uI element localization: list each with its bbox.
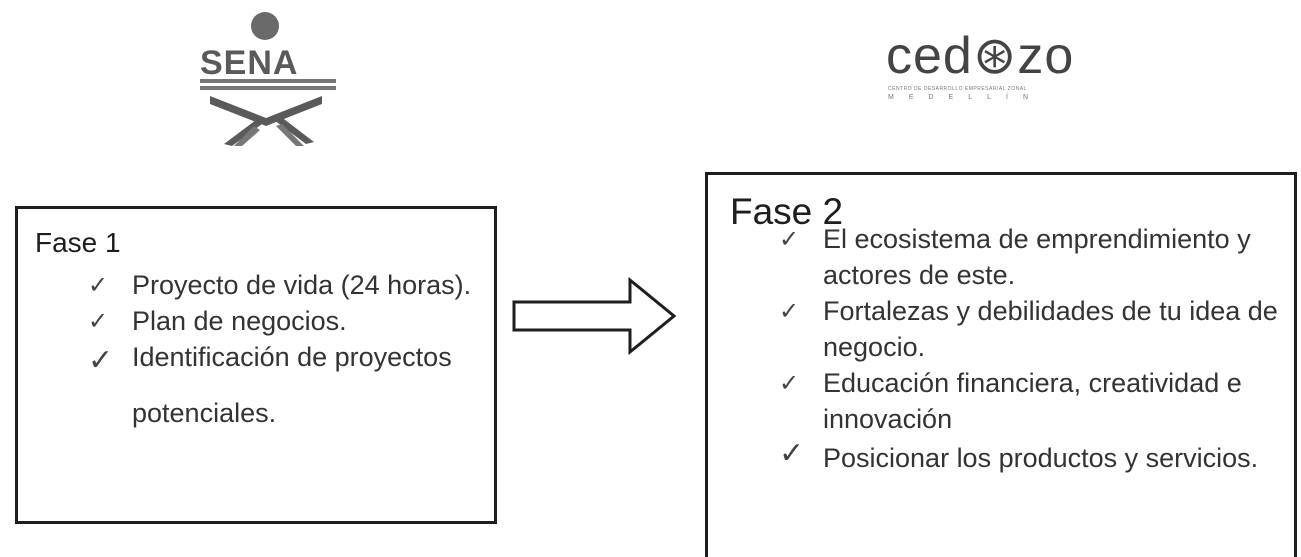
sena-logo: SENA xyxy=(196,8,342,148)
check-icon: ✓ xyxy=(88,271,109,299)
cedezo-wordmark: ced⊛zo xyxy=(886,27,1075,85)
phase-1-list: ✓ Proyecto de vida (24 horas). ✓ Plan de… xyxy=(88,267,472,441)
check-icon: ✓ xyxy=(88,343,114,378)
list-item: ✓ Proyecto de vida (24 horas). xyxy=(88,267,472,303)
list-item: ✓ Educación financiera, creatividad e in… xyxy=(779,365,1283,437)
phase-2-list: ✓ El ecosistema de emprendimiento y acto… xyxy=(779,221,1283,477)
list-item: ✓ Identificación de proyectos potenciale… xyxy=(88,329,472,441)
phase-1-title: Fase 1 xyxy=(35,227,121,258)
list-item-text: Plan de negocios. xyxy=(132,306,347,336)
check-icon: ✓ xyxy=(779,369,800,397)
list-item: ✓ Fortalezas y debilidades de tu idea de… xyxy=(779,293,1283,365)
cedezo-logo: ced⊛zo CENTRO DE DESARROLLO EMPRESARIAL … xyxy=(880,30,1120,110)
list-item-text: Educación financiera, creatividad e inno… xyxy=(823,368,1242,434)
list-item-text: Posicionar los productos y servicios. xyxy=(823,443,1259,473)
check-icon: ✓ xyxy=(779,225,800,253)
cedezo-subtitle: CENTRO DE DESARROLLO EMPRESARIAL ZONAL xyxy=(888,86,1027,92)
cedezo-city: MEDELLÍN xyxy=(888,94,1044,101)
phase-2-box: Fase 2 ✓ El ecosistema de emprendimiento… xyxy=(705,172,1297,557)
list-item: ✓ El ecosistema de emprendimiento y acto… xyxy=(779,221,1283,293)
check-icon: ✓ xyxy=(88,307,109,335)
list-item-text: Fortalezas y debilidades de tu idea de n… xyxy=(823,296,1278,362)
list-item-text: El ecosistema de emprendimiento y actore… xyxy=(823,224,1251,290)
list-item: ✓ Posicionar los productos y servicios. xyxy=(779,436,1283,477)
list-item-text: Identificación de proyectos potenciales. xyxy=(132,342,452,428)
sena-logo-graphic: SENA xyxy=(200,12,336,146)
phase-2-title: Fase 2 xyxy=(730,191,844,232)
phase-1-box: Fase 1 ✓ Proyecto de vida (24 horas). ✓ … xyxy=(15,206,497,524)
arrow-right-icon xyxy=(510,276,680,356)
sena-wordmark: SENA xyxy=(200,44,298,82)
list-item: ✓ Plan de negocios. xyxy=(88,303,472,339)
check-icon: ✓ xyxy=(779,436,805,471)
check-icon: ✓ xyxy=(779,297,800,325)
list-item-text: Proyecto de vida (24 horas). xyxy=(132,270,472,300)
